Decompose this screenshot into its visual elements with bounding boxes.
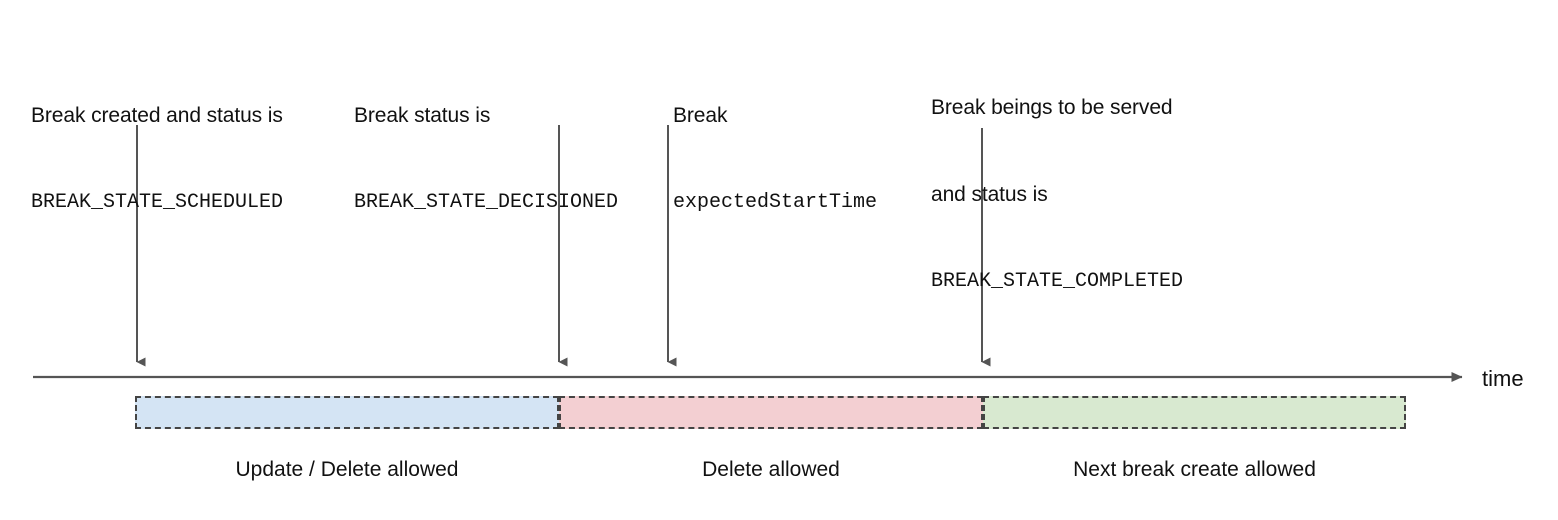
phase-segment-update-delete	[135, 396, 559, 429]
event-label-break-expected-start: Break expectedStartTime	[673, 43, 877, 275]
phase-caption-update-delete: Update / Delete allowed	[235, 458, 459, 481]
phase-caption-next-break-create: Next break create allowed	[1073, 458, 1316, 481]
event-label-break-decisioned: Break status is BREAK_STATE_DECISIONED	[354, 43, 618, 275]
event-label-line-mono: BREAK_STATE_SCHEDULED	[31, 191, 284, 214]
event-label-line-mono: BREAK_STATE_DECISIONED	[354, 191, 619, 214]
event-label-break-created: Break created and status is BREAK_STATE_…	[31, 43, 283, 275]
event-label-break-completed: Break beings to be served and status is …	[931, 35, 1183, 354]
phase-segment-delete-only	[559, 396, 983, 429]
phase-caption-delete-only: Delete allowed	[702, 458, 840, 481]
event-label-line: Break created and status is	[31, 104, 283, 127]
event-label-line-mono: expectedStartTime	[673, 191, 878, 214]
event-label-line: and status is	[931, 183, 1048, 206]
event-label-line-mono: BREAK_STATE_COMPLETED	[931, 270, 1184, 293]
time-axis-label: time	[1482, 366, 1524, 391]
event-label-line: Break status is	[354, 104, 491, 127]
phase-segment-next-break-create	[983, 396, 1406, 429]
event-label-line: Break beings to be served	[931, 96, 1173, 119]
event-label-line: Break	[673, 104, 728, 127]
